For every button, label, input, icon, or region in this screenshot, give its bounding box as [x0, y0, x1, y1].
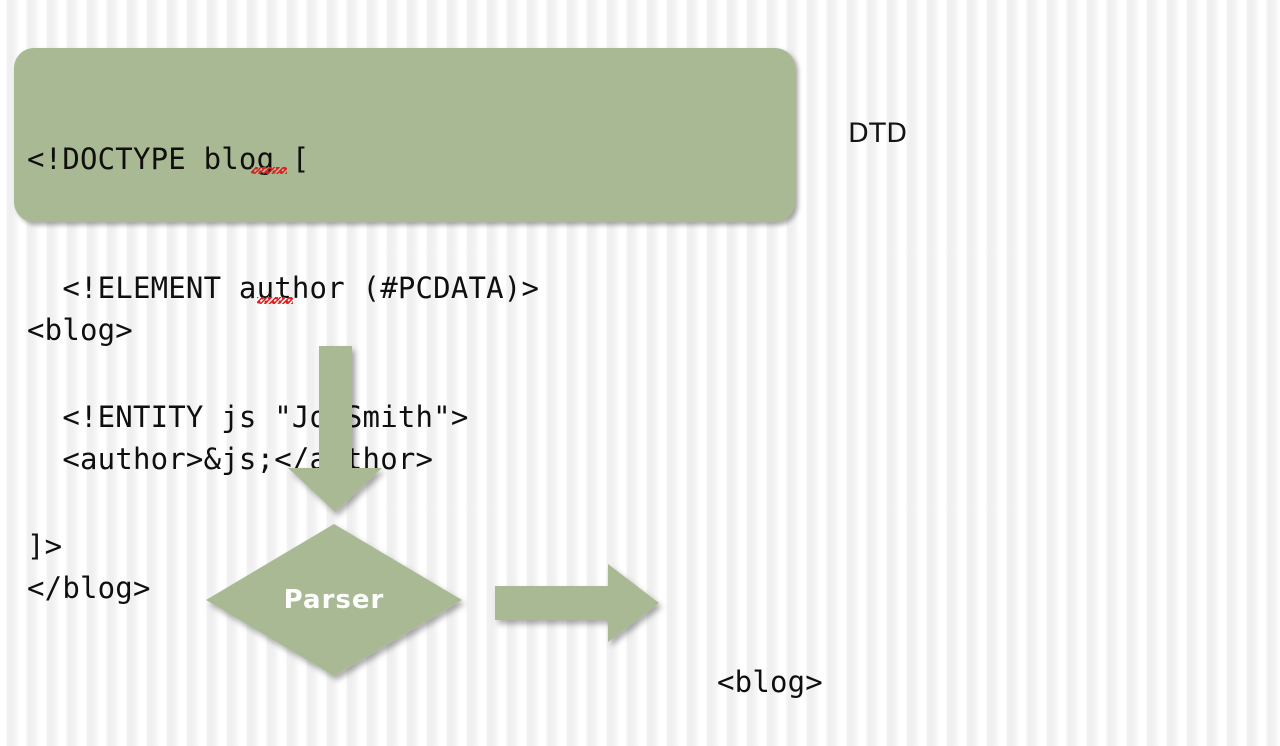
dtd-code-block: <!DOCTYPE blog [ <!ELEMENT author (#PCDA…	[27, 52, 539, 654]
dtd-line-entity: <!ENTITY js "Jo Smith">	[27, 400, 469, 434]
parser-diamond-shape	[206, 524, 462, 676]
body-line-blog-open: <blog>	[27, 313, 133, 347]
dtd-line-element: <!ELEMENT author (#PCDATA)>	[27, 271, 540, 305]
output-line-blog-open: <blog>	[717, 665, 823, 699]
dtd-highlight-box	[14, 48, 795, 222]
dtd-label: DTD	[848, 118, 908, 149]
body-line-blog-close: </blog>	[27, 571, 151, 605]
output-code-block: <blog> <author>Jo Smith</author> </blog>	[717, 575, 1194, 746]
dtd-line-close: ]>	[27, 529, 63, 563]
right-arrow-icon	[495, 564, 659, 642]
down-arrow-icon	[288, 346, 382, 512]
dtd-line-doctype: <!DOCTYPE blog [	[27, 142, 310, 176]
